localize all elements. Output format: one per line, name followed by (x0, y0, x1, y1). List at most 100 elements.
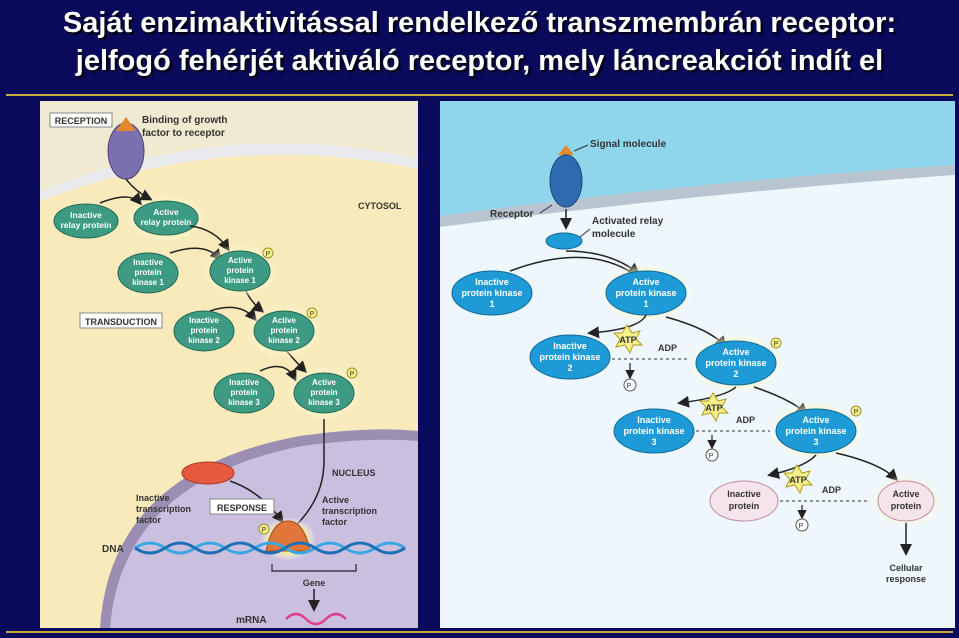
active-kinase-2 (253, 310, 315, 352)
active-tf-line-1: Active (322, 495, 349, 505)
r-active-k1-line-1: Active (632, 277, 659, 287)
inactive-k3-line-2: protein (230, 388, 257, 397)
title-line-2: jelfogó fehérjét aktiváló receptor, mely… (75, 45, 884, 77)
inactive-k2-line-2: protein (190, 326, 217, 335)
plasma-membrane (440, 165, 955, 227)
activated-relay-molecule (545, 232, 583, 250)
inactive-k1-line-1: Inactive (133, 258, 163, 267)
atp-3: ATP (789, 475, 806, 485)
r-inactive-k1-line-1: Inactive (475, 277, 509, 287)
r-active-k3-line-3: 3 (813, 437, 818, 447)
reception-label: RECEPTION (55, 116, 108, 126)
r-inactive-k2-line-2: protein kinase (539, 352, 600, 362)
nucleus-label: NUCLEUS (332, 468, 376, 478)
arrow-relay-activation (99, 192, 142, 206)
active-protein-line-1: Active (892, 489, 919, 499)
arrow-tf-activation (229, 480, 284, 524)
title-line-1: Saját enzimaktivitással rendelkező trans… (62, 7, 897, 39)
r-inactive-k2-line-1: Inactive (553, 341, 587, 351)
gene-bracket (271, 564, 357, 572)
arrow-receptor-relay (125, 178, 153, 201)
receptor-label: Receptor (490, 209, 533, 220)
bottom-divider (6, 631, 953, 633)
dna-strand-1 (134, 541, 406, 555)
inactive-kinase-3 (613, 408, 695, 454)
inactive-tf-line-3: factor (136, 515, 162, 525)
r-inactive-k1-line-2: protein kinase (461, 288, 522, 298)
inactive-protein-line-1: Inactive (727, 489, 761, 499)
active-relay-text-2: relay protein (140, 217, 191, 227)
arrow-k3-atp (767, 454, 817, 479)
gene-label: Gene (303, 578, 326, 588)
r-inactive-k2-line-3: 2 (567, 363, 572, 373)
active-k3-line-2: protein (310, 388, 337, 397)
pi-3 (795, 518, 809, 532)
inactive-kinase-2 (529, 334, 611, 380)
inactive-protein (709, 480, 779, 522)
inactive-k2-line-3: kinase 2 (188, 336, 220, 345)
phosphate-r-k3 (850, 405, 862, 417)
title-divider (6, 94, 953, 96)
arrow-k2-atp (677, 386, 737, 408)
inactive-transcription-factor (181, 461, 235, 485)
inactive-k1-line-2: protein (134, 268, 161, 277)
growth-factor (116, 117, 136, 131)
activated-relay-line-1: Activated relay (592, 216, 664, 227)
active-k1-line-3: kinase 1 (224, 276, 256, 285)
inactive-relay-text-1: Inactive (70, 210, 102, 220)
adp-2: ADP (736, 415, 755, 425)
r-active-k1-line-3: 1 (643, 299, 648, 309)
atp-1: ATP (619, 335, 636, 345)
phosphate-tf (258, 523, 270, 535)
active-k1-line-2: protein (226, 266, 253, 275)
binding-line-2: factor to receptor (142, 128, 225, 139)
active-tf-line-2: transcription (322, 506, 377, 516)
signal-molecule-label: Signal molecule (590, 139, 667, 150)
cellular-response-line-2: response (886, 574, 926, 584)
response-box (209, 498, 275, 515)
phosphate-k2-label: P (310, 311, 315, 318)
pi-2-label: P (709, 453, 714, 460)
adp-1: ADP (658, 343, 677, 353)
active-k1-line-1: Active (228, 256, 253, 265)
atp-2: ATP (705, 403, 722, 413)
pi-1-label: P (627, 383, 632, 390)
active-k2-line-1: Active (272, 316, 297, 325)
r-inactive-k3-line-3: 3 (651, 437, 656, 447)
arrow-relay-k1 (189, 225, 230, 252)
active-kinase-3 (293, 372, 355, 414)
atp-burst-1 (612, 324, 644, 355)
phosphate-r-k3-label: P (854, 409, 859, 416)
active-k2-line-2: protein (270, 326, 297, 335)
left-diagram: RECEPTION Binding of growth factor to re… (40, 101, 418, 628)
inactive-kinase-2 (173, 310, 235, 352)
r-active-k2-line-1: Active (722, 347, 749, 357)
r-active-k2-line-3: 2 (733, 369, 738, 379)
atp-burst-3 (782, 464, 814, 495)
r-inactive-k1-line-3: 1 (489, 299, 494, 309)
growth-factor-receptor (107, 122, 145, 180)
dna-label: DNA (102, 544, 124, 555)
phosphate-k1 (262, 247, 274, 259)
active-protein-line-2: protein (891, 501, 922, 511)
phosphate-k1-label: P (266, 251, 271, 258)
phosphate-k2 (306, 307, 318, 319)
active-relay-protein (133, 200, 199, 236)
inactive-k3-line-3: kinase 3 (228, 398, 260, 407)
mrna-strand (285, 612, 347, 626)
active-tf-line-3: factor (322, 517, 348, 527)
cellular-response-line-1: Cellular (889, 563, 923, 573)
active-protein (877, 480, 935, 522)
r-inactive-k3-line-2: protein kinase (623, 426, 684, 436)
inactive-k1-line-3: kinase 1 (132, 278, 164, 287)
r-active-k1-line-2: protein kinase (615, 288, 676, 298)
phosphate-r-k2 (770, 337, 782, 349)
arrow-k1-atp (587, 314, 647, 339)
inactive-k3-line-1: Inactive (229, 378, 259, 387)
inactive-tf-line-2: transcription (136, 504, 191, 514)
slide-title: Saját enzimaktivitással rendelkező trans… (0, 4, 959, 80)
r-active-k3-line-2: protein kinase (785, 426, 846, 436)
response-label: RESPONSE (217, 503, 267, 513)
phosphate-r-k2-label: P (774, 341, 779, 348)
